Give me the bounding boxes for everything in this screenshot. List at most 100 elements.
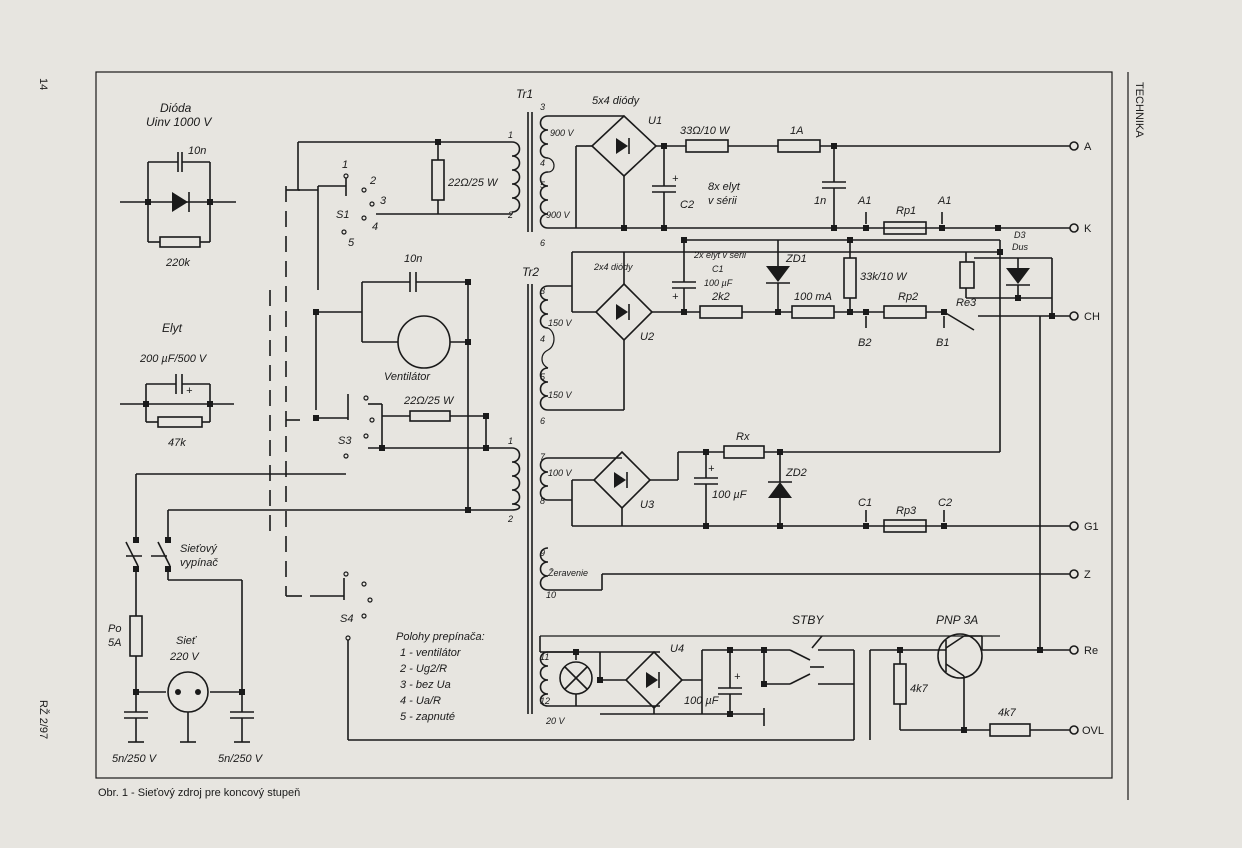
c1-tap: C1 (858, 497, 872, 509)
rp1-label: Rp1 (896, 205, 916, 217)
switch-network: 1 2 3 4 5 S1 22Ω/25 W 10n Ventilátor (135, 139, 512, 597)
terminal-ovl (1069, 725, 1079, 735)
s4-switch: S4 (310, 571, 854, 741)
relay-supply: U4 + 100 µF STBY PNP 3A (539, 316, 1070, 740)
tr2-label: Tr2 (522, 265, 539, 279)
stby-label: STBY (792, 613, 824, 627)
s1-pos-2: 2 (369, 175, 376, 187)
fan-motor-icon (397, 315, 451, 369)
cap-right: 5n/250 V (218, 753, 264, 765)
tr2-pin-11: 11 (540, 652, 549, 662)
tr2-pin-1: 1 (508, 436, 513, 446)
rp2-label: Rp2 (898, 291, 918, 303)
tr2-winding-2: 150 V (548, 390, 573, 400)
tr2-winding-3: 100 V (548, 468, 573, 478)
position-5: 5 - zapnuté (400, 711, 455, 723)
tr2-pin-9: 9 (540, 548, 545, 558)
hv-anode-supply: 5x4 diódy U1 33Ω/10 W 1A + C2 8x elyt v … (548, 95, 1070, 235)
journal-issue: RŽ 2/97 (37, 700, 50, 739)
c1-label-1: 2x elyt v sérii (693, 250, 747, 260)
g2-bridge-label: 2x4 diódy (593, 262, 633, 272)
transformer-tr1: Tr1 1 2 3 4 5 6 900 V 900 V (507, 87, 575, 248)
u2-label: U2 (640, 331, 654, 343)
terminal-a-label: A (1084, 141, 1092, 153)
d3-label: D3 (1014, 230, 1026, 240)
svg-text:+: + (186, 385, 193, 397)
u4-label: U4 (670, 643, 684, 655)
b2-label: B2 (858, 337, 871, 349)
s4-label: S4 (340, 613, 353, 625)
tr2-pin-5: 5 (540, 372, 546, 382)
legend-elyt: Elyt 200 µF/500 V + 47k (120, 321, 234, 449)
relay-winding: 20 V (545, 716, 566, 726)
s1-pos-1: 1 (342, 159, 348, 171)
s1-pos-3: 3 (380, 195, 387, 207)
pnp-label: PNP 3A (936, 613, 978, 627)
r-2k2-label: 2k2 (711, 291, 730, 303)
heater-winding: Žeravenie (547, 568, 588, 578)
hv-resistor: 33Ω/10 W (680, 125, 731, 137)
mains-label-1: Sieť (176, 635, 198, 647)
position-1: 1 - ventilátor (400, 647, 462, 659)
c2-label: C2 (680, 199, 694, 211)
re3-label: Re3 (956, 297, 977, 309)
fan-capacitor: 10n (404, 253, 422, 265)
terminal-z-label: Z (1084, 569, 1091, 581)
tr2-pin-3: 3 (540, 286, 545, 296)
terminal-ovl-label: OVL (1082, 725, 1104, 737)
tr2-pin-8: 8 (540, 496, 545, 506)
svg-text:+: + (672, 173, 679, 185)
terminal-k (1069, 223, 1079, 233)
terminal-g1-label: G1 (1084, 521, 1099, 533)
legend-diode-uinv: Uinv 1000 V (146, 115, 212, 129)
position-3: 3 - bez Ua (400, 679, 451, 691)
tr1-pin-4: 4 (540, 158, 545, 168)
mains-input: Sieťový vypínač Po 5A Sieť 220 V 5n/250 … (108, 537, 264, 765)
section-title: TECHNIKA (1133, 82, 1145, 138)
terminal-ch-label: CH (1084, 311, 1100, 323)
tr1-label: Tr1 (516, 87, 533, 101)
g1-capacitor: 100 µF (712, 489, 748, 501)
hv-elyt-series-2: v sérii (708, 195, 737, 207)
u3-label: U3 (640, 499, 655, 511)
output-terminals: A K CH G1 Z Re OVL (1069, 141, 1104, 737)
s1-resistor: 22Ω/25 W (447, 177, 499, 189)
tr1-pin-5: 5 (540, 180, 546, 190)
fuse-value: 5A (108, 637, 121, 649)
mains-switch-label-1: Sieťový (180, 543, 218, 555)
zd1-label: ZD1 (785, 253, 807, 265)
b1-label: B1 (936, 337, 949, 349)
rx-label: Rx (736, 431, 750, 443)
terminal-ch (1069, 311, 1079, 321)
s3-resistor: 22Ω/25 W (403, 395, 455, 407)
mains-switch-label-2: vypínač (180, 557, 218, 569)
g2-screen-supply: 2x4 diódy U2 + 2x elyt v sérii C1 100 µF… (548, 230, 1070, 452)
transistor-icon (937, 633, 983, 679)
s3-label: S3 (338, 435, 352, 447)
terminal-re (1069, 645, 1079, 655)
hv-bridge-label: 5x4 diódy (592, 95, 641, 107)
terminal-a (1069, 141, 1079, 151)
legend-diode-res: 220k (165, 257, 190, 269)
tr2-pin-12: 12 (540, 696, 550, 706)
tr1-winding-1: 900 V (550, 128, 575, 138)
mains-label-2: 220 V (169, 651, 200, 663)
legend-diode-title: Dióda (160, 101, 192, 115)
terminal-z (1069, 569, 1079, 579)
legend-elyt-value: 200 µF/500 V (139, 353, 208, 365)
tr2-pin-6: 6 (540, 416, 545, 426)
positions-title: Polohy prepínača: (396, 631, 485, 643)
a1-left: A1 (857, 195, 871, 207)
g1-bias-supply: U3 Rx + 100 µF ZD2 C1 C2 Rp3 (548, 431, 1070, 533)
legend-elyt-title: Elyt (162, 321, 183, 335)
position-4: 4 - Ua/R (400, 695, 441, 707)
c1-label-3: 100 µF (704, 278, 733, 288)
terminal-k-label: K (1084, 223, 1092, 235)
tr1-pin-1: 1 (508, 130, 513, 140)
fuse-name: Po (108, 623, 121, 635)
c1-label-2: C1 (712, 264, 724, 274)
fan-label: Ventilátor (384, 371, 431, 383)
terminal-re-label: Re (1084, 645, 1098, 657)
